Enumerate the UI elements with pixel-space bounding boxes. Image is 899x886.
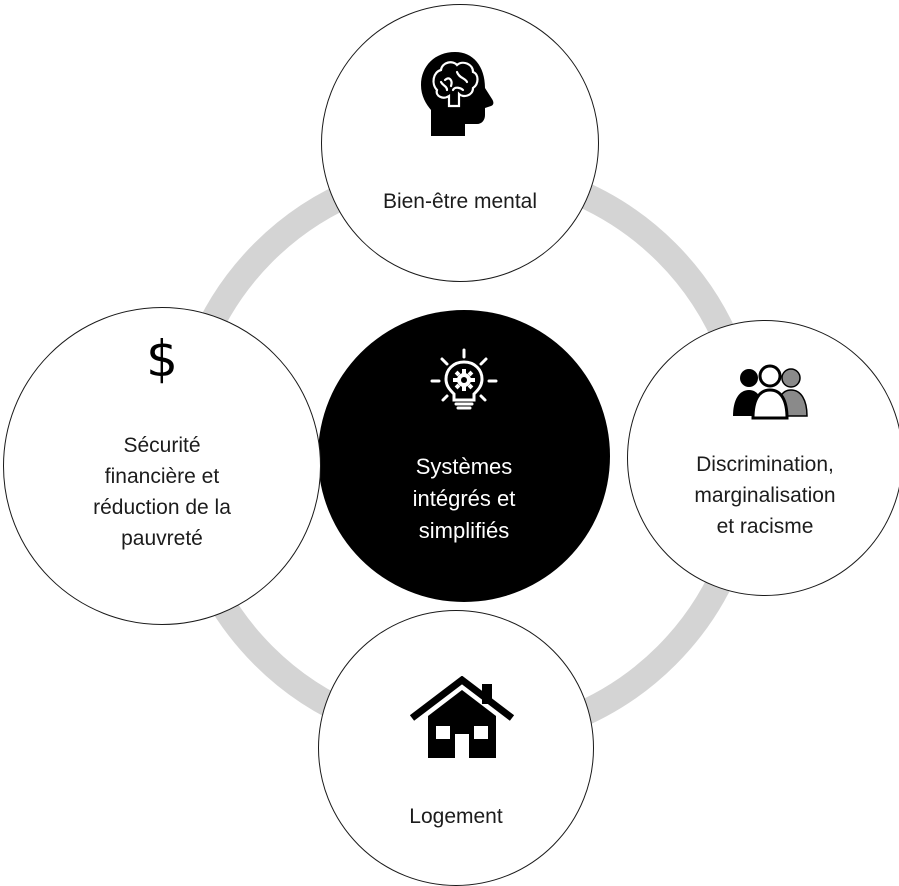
- house-icon: [410, 676, 514, 758]
- people-group-icon: [733, 364, 808, 420]
- brain-head-icon: [421, 52, 494, 136]
- node-mental-wellbeing: [321, 4, 599, 282]
- node-label-top: Bien-être mental: [382, 190, 538, 213]
- dollar-icon: $: [146, 330, 178, 388]
- center-node: [318, 310, 610, 602]
- node-label-left: Sécurité financière et réduction de la p…: [93, 434, 231, 550]
- node-label-bottom: Logement: [409, 805, 503, 828]
- node-financial-security: [3, 307, 321, 625]
- node-label-right: Discrimination, marginalisation et racis…: [694, 453, 836, 538]
- node-discrimination: [627, 320, 899, 596]
- center-label: Systèmes intégrés et simplifiés: [412, 454, 516, 543]
- lightbulb-gear-icon: [430, 348, 498, 410]
